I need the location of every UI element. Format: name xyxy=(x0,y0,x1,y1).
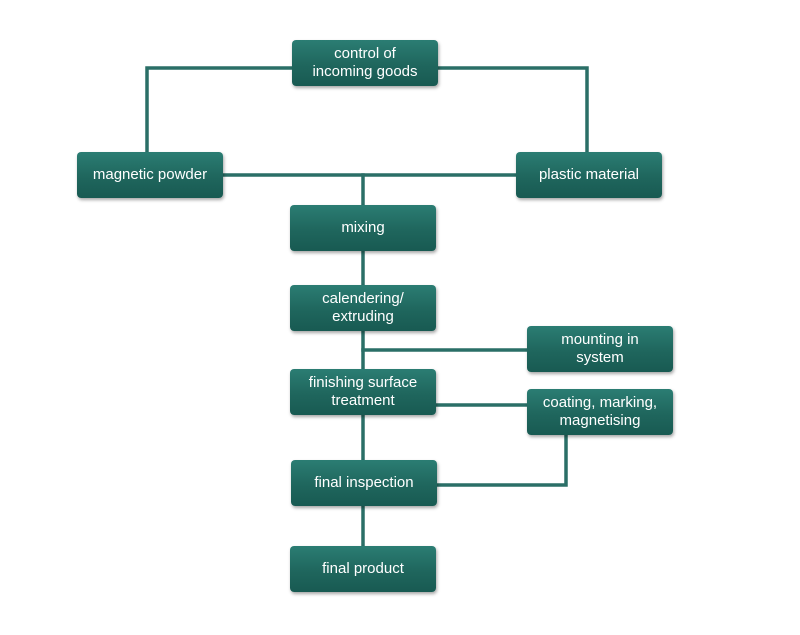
node-magnetic-powder: magnetic powder xyxy=(77,152,223,198)
edge-control-to-magnetic-powder xyxy=(145,66,294,155)
node-coating-marking-magnetising: coating, marking, magnetising xyxy=(527,389,673,435)
node-final-product: final product xyxy=(290,546,436,592)
node-mixing: mixing xyxy=(290,205,436,251)
edge-control-to-plastic-material xyxy=(435,66,589,154)
edge-coating-to-inspection xyxy=(435,433,568,487)
node-calendering-extruding: calendering/ extruding xyxy=(290,285,436,331)
node-mounting-in-system: mounting in system xyxy=(527,326,673,372)
node-final-inspection: final inspection xyxy=(291,460,437,506)
node-finishing-surface-treatment: finishing surface treatment xyxy=(290,369,436,415)
node-control-incoming-goods: control of incoming goods xyxy=(292,40,438,86)
node-plastic-material: plastic material xyxy=(516,152,662,198)
